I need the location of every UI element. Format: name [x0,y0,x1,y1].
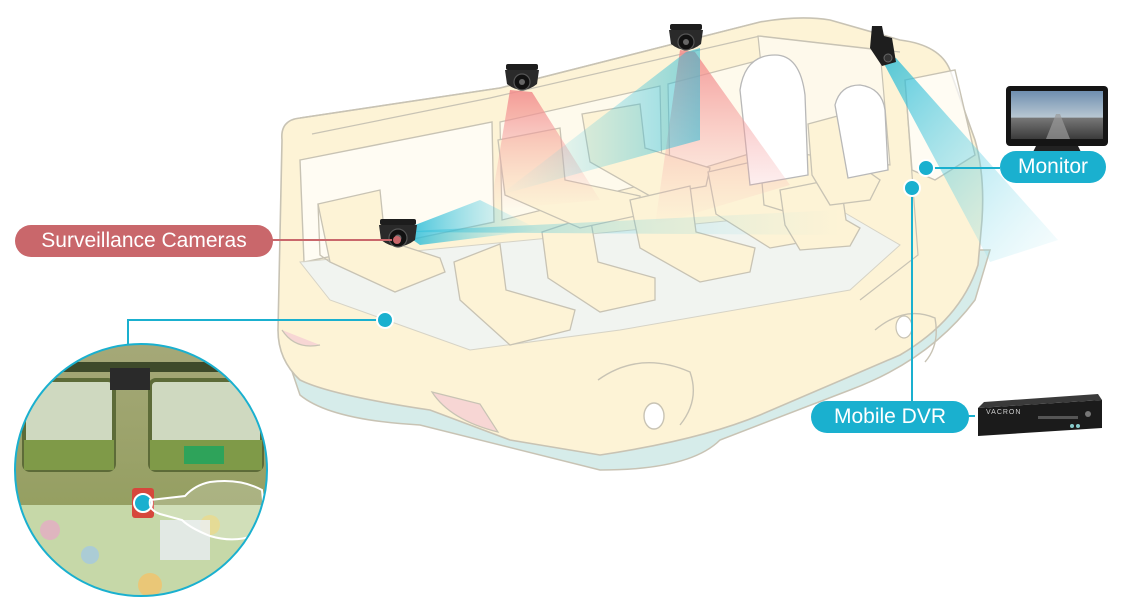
camera-connector-dot [393,236,401,244]
dome-camera-icon [669,24,703,51]
dvr-brand-label: VACRON [986,409,1021,416]
dashcam-beam [882,58,1058,262]
dvr-icon: VACRON [978,394,1102,436]
dvr-connector-dot [903,179,921,197]
panic-button-connector-dot [376,311,394,329]
camera-blue-beam-front [500,48,700,195]
camera-blue-beam-rear [402,200,540,245]
surveillance-cameras-label: Surveillance Cameras [15,225,273,257]
monitor-icon [1006,86,1108,154]
panic-button-photo [14,343,268,597]
pointing-hand-icon [148,480,267,541]
camera-red-beam-1 [490,90,600,210]
monitor-label: Monitor [1000,151,1106,183]
dashcam-icon [870,26,896,66]
camera-blue-beam-wide [402,210,840,235]
monitor-connector-dot [917,159,935,177]
mobile-dvr-label: Mobile DVR [811,401,969,433]
dome-camera-icon [505,64,539,91]
